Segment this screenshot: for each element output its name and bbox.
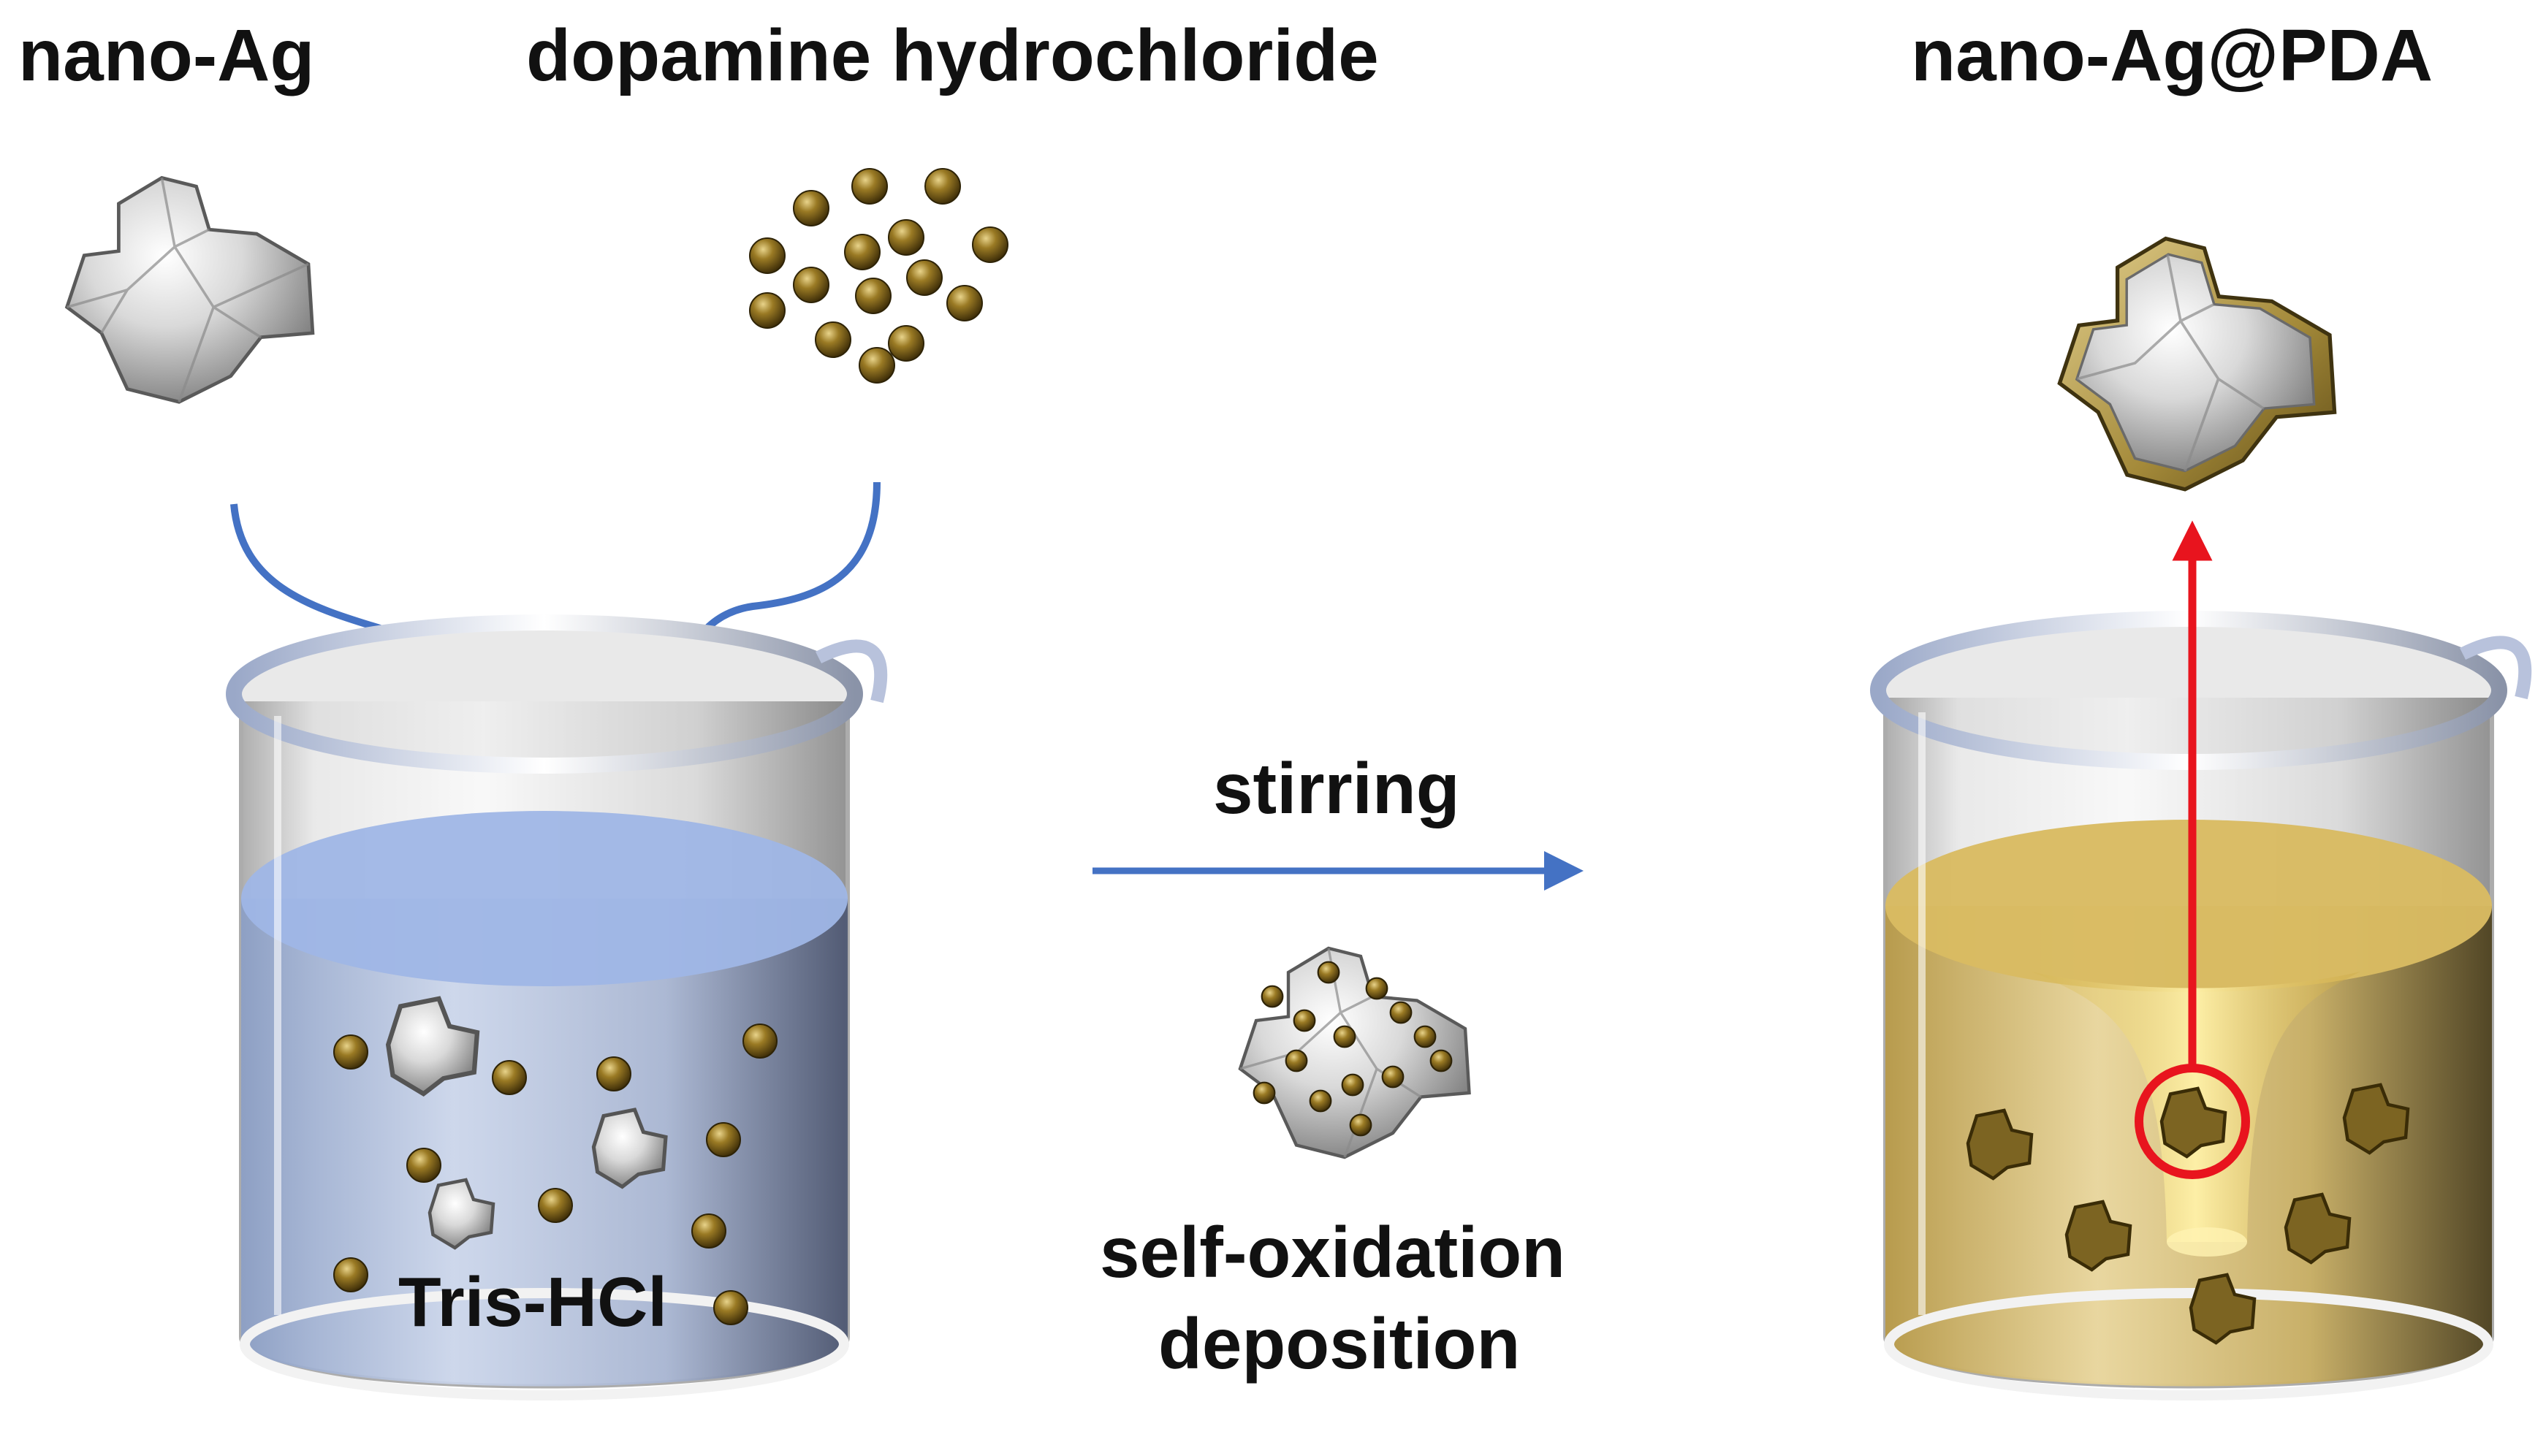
dopamine-molecule — [793, 267, 829, 303]
dopamine-molecule — [742, 1024, 778, 1059]
attached-dopamine — [1429, 1049, 1453, 1072]
dopamine-molecule — [855, 278, 892, 314]
nano-ag-particle-icon — [67, 178, 313, 402]
intermediate-particle-icon — [1240, 948, 1470, 1157]
dopamine-molecule — [888, 325, 924, 362]
dopamine-molecule — [492, 1060, 527, 1095]
attached-dopamine — [1349, 1113, 1372, 1137]
solution-label: Tris-HCl — [398, 1263, 668, 1341]
dopamine-molecule — [749, 292, 786, 329]
attached-dopamine — [1293, 1009, 1316, 1032]
stirring-label: stirring — [1213, 748, 1460, 828]
solution-particles — [333, 999, 778, 1325]
product-label: nano-Ag@PDA — [1911, 15, 2433, 96]
nano-ag-label: nano-Ag — [18, 15, 315, 96]
attached-dopamine — [1413, 1025, 1437, 1048]
dopamine-molecule — [333, 1034, 368, 1070]
dopamine-molecule — [713, 1290, 748, 1325]
highlight-circle — [2135, 1064, 2250, 1179]
dopamine-molecule — [333, 1257, 368, 1292]
attached-dopamine — [1381, 1065, 1405, 1089]
attached-dopamine — [1341, 1073, 1364, 1097]
attached-dopamine — [1365, 977, 1388, 1000]
dopamine-molecule-icon — [749, 168, 1008, 384]
dopamine-molecule — [946, 285, 983, 321]
attached-dopamine — [1389, 1001, 1413, 1024]
dopamine-molecule — [851, 168, 888, 205]
dopamine-molecule — [844, 234, 881, 270]
dopamine-molecule — [888, 219, 924, 256]
dopamine-molecule — [924, 168, 961, 205]
nano-ag-pda-particle-icon — [2059, 239, 2334, 489]
dopamine-label: dopamine hydrochloride — [526, 15, 1379, 96]
attached-dopamine — [1253, 1081, 1276, 1105]
dopamine-molecule — [906, 259, 943, 296]
dopamine-molecule — [596, 1056, 631, 1091]
dopamine-molecule — [972, 226, 1008, 263]
dopamine-molecule — [538, 1188, 573, 1223]
attached-dopamine — [1261, 985, 1284, 1008]
dopamine-molecule — [691, 1213, 726, 1249]
dopamine-molecule — [406, 1148, 441, 1183]
dopamine-molecule — [859, 347, 895, 384]
process-label-line2: deposition — [1158, 1303, 1521, 1384]
attached-dopamine — [1309, 1089, 1332, 1113]
dopamine-molecule — [749, 237, 786, 274]
beaker-icon — [226, 614, 888, 1400]
attached-dopamine — [1317, 961, 1340, 984]
attached-dopamine — [1285, 1049, 1308, 1072]
process-label-line1: self-oxidation — [1100, 1212, 1566, 1292]
attached-dopamine — [1333, 1025, 1356, 1048]
dopamine-molecule — [793, 190, 829, 226]
dopamine-molecule — [706, 1122, 741, 1157]
dopamine-molecule — [815, 321, 851, 358]
